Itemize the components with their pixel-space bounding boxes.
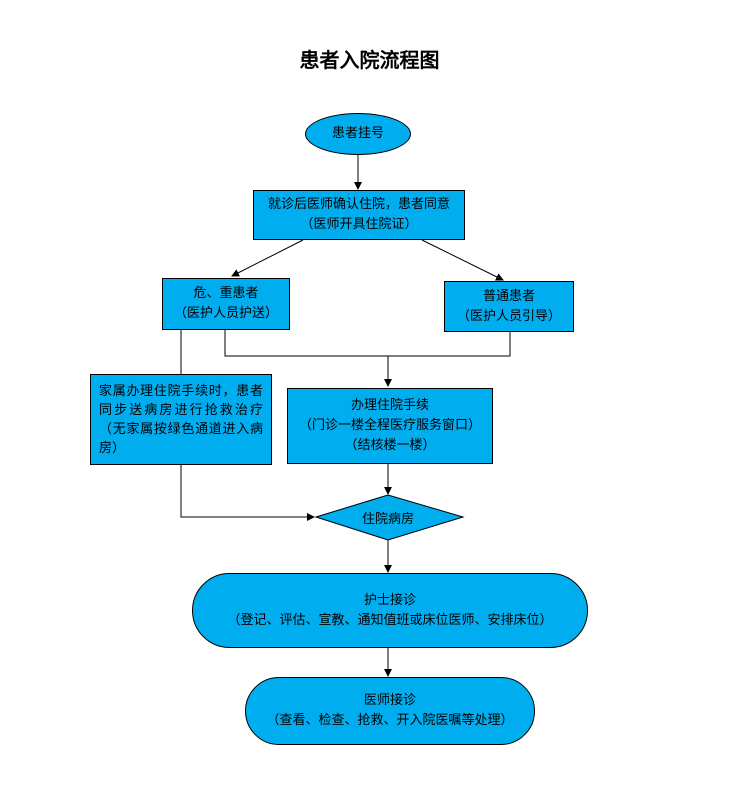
node-admission-procedure-line1: 办理住院手续 — [350, 398, 429, 413]
node-doctor-confirm-line1: 就诊后医师确认住院，患者同意 — [267, 197, 450, 212]
node-doctor-reception-line1: 医师接诊 — [363, 693, 416, 708]
connector-normal-merge — [388, 332, 511, 357]
arrow-confirm-to-normal — [421, 239, 504, 281]
node-admission-procedure-line2: （门诊一楼全程医疗服务窗口） — [298, 418, 481, 433]
node-normal-patient-line2: （医护人员引导） — [456, 308, 561, 324]
node-admission-procedure-line3: （结核楼一楼） — [344, 438, 436, 453]
node-ward-label: 住院病房 — [361, 512, 414, 527]
node-family-procedure-text: 家属办理住院手续时，患者同步送病房进行抢救治疗（无家属按绿色通道进入病房） — [99, 383, 263, 456]
node-critical-patient: 危、重患者 （医护人员护送） — [162, 278, 290, 330]
node-nurse-reception-line1: 护士接诊 — [363, 592, 416, 608]
node-nurse-reception: 护士接诊 （登记、评估、宣教、通知值班或床位医师、安排床位） — [192, 573, 588, 648]
node-doctor-reception: 医师接诊 （查看、检查、抢救、开入院医嘱等处理） — [245, 677, 535, 745]
arrow-confirm-to-critical — [231, 239, 304, 277]
node-nurse-reception-line2: （登记、评估、宣教、通知值班或床位医师、安排床位） — [227, 612, 553, 628]
node-critical-patient-line1: 危、重患者 — [193, 286, 259, 301]
node-doctor-reception-line2: （查看、检查、抢救、开入院医嘱等处理） — [266, 713, 514, 728]
arrow-family-to-ward — [180, 465, 315, 521]
node-doctor-confirm: 就诊后医师确认住院，患者同意 （医师开具住院证） — [253, 190, 465, 240]
node-family-procedure: 家属办理住院手续时，患者同步送病房进行抢救治疗（无家属按绿色通道进入病房） — [90, 374, 272, 465]
node-patient-register-label: 患者挂号 — [331, 126, 384, 141]
node-admission-procedure: 办理住院手续 （门诊一楼全程医疗服务窗口） （结核楼一楼） — [287, 388, 493, 464]
node-normal-patient-line1: 普通患者 — [482, 288, 535, 304]
node-normal-patient: 普通患者 （医护人员引导） — [444, 281, 574, 332]
node-patient-register: 患者挂号 — [305, 113, 411, 155]
page-title: 患者入院流程图 — [299, 48, 440, 72]
node-critical-patient-line2: （医护人员护送） — [173, 306, 278, 321]
ward-diamond — [314, 494, 465, 541]
connector-critical-merge — [224, 330, 388, 357]
node-doctor-confirm-line2: （医师开具住院证） — [300, 217, 418, 232]
